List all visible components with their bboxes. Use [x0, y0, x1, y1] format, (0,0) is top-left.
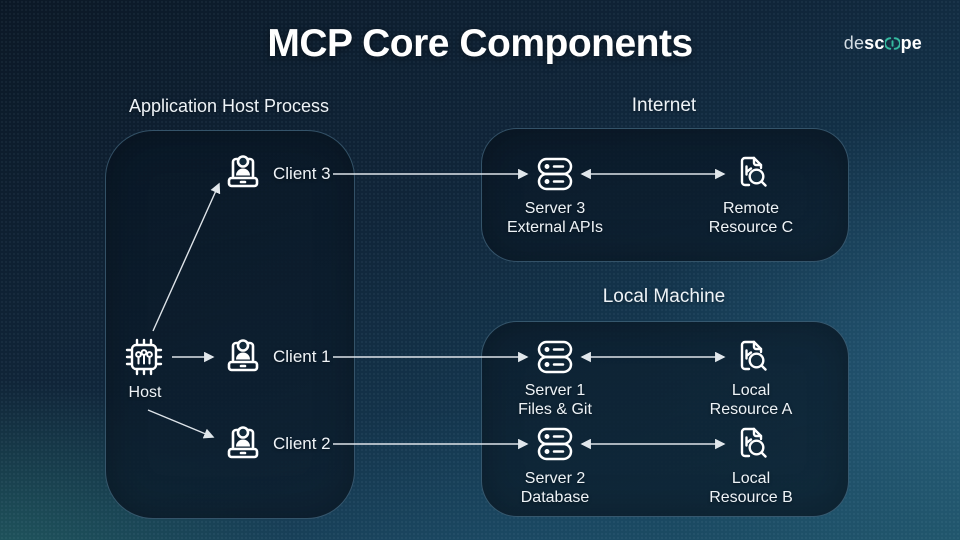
internet-label: Internet [631, 95, 697, 116]
resource-b-label-line1: Local [731, 470, 771, 487]
resource-a-file-search-icon [729, 335, 773, 379]
local-machine-label: Local Machine [602, 286, 726, 307]
internet-box [481, 128, 849, 262]
client3-label: Client 3 [273, 164, 331, 183]
resource-b-label: Local Resource B [709, 470, 793, 507]
server3-label: Server 3 External APIs [507, 200, 603, 237]
server3-label-line1: Server 3 [524, 200, 586, 217]
logo-text-bold-b: pe [900, 33, 922, 53]
server1-label: Server 1 Files & Git [518, 382, 592, 419]
client2-laptop-user-icon [221, 421, 265, 465]
client2-label: Client 2 [273, 434, 331, 453]
host-label: Host [128, 384, 162, 401]
resource-a-label: Local Resource A [710, 382, 793, 419]
resource-a-label-line2: Resource A [709, 400, 793, 418]
server1-icon [533, 335, 577, 379]
client1-label: Client 1 [273, 347, 331, 366]
client1-laptop-user-icon [221, 334, 265, 378]
resource-c-file-search-icon [729, 151, 773, 195]
logo-text-bold-a: sc [864, 33, 885, 53]
resource-b-file-search-icon [729, 422, 773, 466]
server1-label-line2: Files & Git [518, 400, 592, 418]
resource-c-label: Remote Resource C [709, 200, 793, 237]
server2-label-line2: Database [520, 488, 590, 506]
resource-c-label-line2: Resource C [708, 218, 794, 236]
host-chip-icon [122, 335, 166, 379]
logo-text-light: de [843, 33, 865, 53]
server2-label: Server 2 Database [521, 470, 590, 507]
resource-c-label-line1: Remote [722, 200, 780, 217]
server2-icon [533, 422, 577, 466]
client3-laptop-user-icon [221, 150, 265, 194]
server2-label-line1: Server 2 [524, 470, 586, 487]
resource-b-label-line2: Resource B [709, 488, 793, 506]
page-title: MCP Core Components [267, 22, 693, 65]
server1-label-line1: Server 1 [524, 382, 586, 399]
server3-icon [533, 152, 577, 196]
application-host-process-label: Application Host Process [128, 96, 330, 116]
resource-a-label-line1: Local [731, 382, 771, 399]
server3-label-line2: External APIs [506, 218, 604, 236]
descope-mark-icon [885, 37, 901, 50]
